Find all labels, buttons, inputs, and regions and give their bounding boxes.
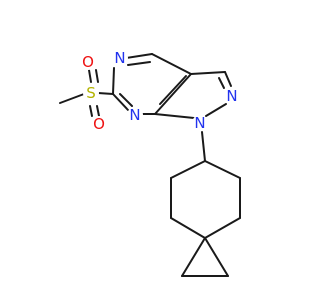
bond-spiro-cp-left [181, 237, 206, 277]
spirooctane [170, 131, 241, 277]
label-mask [83, 85, 99, 101]
label-mask [91, 116, 107, 132]
bond-s-methyl [59, 93, 85, 104]
bond-c4-n3-double [127, 61, 151, 66]
label-mask [80, 54, 96, 70]
bond-n3-c2 [112, 67, 115, 95]
chemical-structure-diagram: N N N N S O O [59, 49, 241, 277]
bond-spiro-left-lower [170, 217, 206, 239]
label-mask [112, 50, 128, 66]
sulfur-atom: S [86, 84, 96, 102]
bond-right-lower-spiro [204, 217, 241, 239]
bond-c4a-c4 [151, 53, 192, 75]
bond-c7a-c4a [154, 73, 192, 115]
nitrogen-atom-pyrimidine-bottom: N [129, 106, 140, 124]
bond-c4a-c3 [190, 71, 226, 75]
nitrogen-atom-pyrazole-bottom: N [194, 114, 205, 132]
label-mask [224, 88, 240, 104]
label-mask [192, 115, 208, 131]
bond-c2-s [97, 92, 114, 95]
methylsulfonyl-group [59, 69, 114, 117]
bond-n2-n1 [205, 103, 227, 117]
oxygen-atom-bottom: O [93, 115, 105, 133]
pyrazole-ring [154, 71, 232, 119]
bond-c2-n1 [112, 93, 129, 111]
bond-left-upper-ch [170, 160, 206, 179]
bond-c3-n2-double [218, 77, 225, 89]
bond-c2-n1-double [119, 93, 133, 107]
bond-c4-n3 [125, 53, 153, 59]
bond-s-o-top-double [95, 69, 99, 83]
atom-labels: N N N N S O O [80, 49, 240, 133]
nitrogen-atom-pyrazole-right: N [226, 87, 237, 105]
label-mask [127, 107, 143, 123]
bond-ch-right-upper [204, 160, 241, 179]
bond-n1-ch [201, 131, 206, 162]
bond-s-o-bottom-double [96, 105, 100, 117]
bond-cp-right-spiro [204, 237, 229, 277]
nitrogen-atom-pyrimidine-top: N [114, 49, 125, 67]
bond-c7a-c4a-double [159, 75, 187, 105]
pyrimidine-ring [112, 53, 192, 115]
bond-c3-n2 [224, 71, 232, 87]
bond-n1-c7a [154, 113, 195, 119]
oxygen-atom-top: O [82, 53, 94, 71]
bond-s-o-top [88, 69, 92, 83]
bond-s-o-bottom [89, 105, 93, 117]
